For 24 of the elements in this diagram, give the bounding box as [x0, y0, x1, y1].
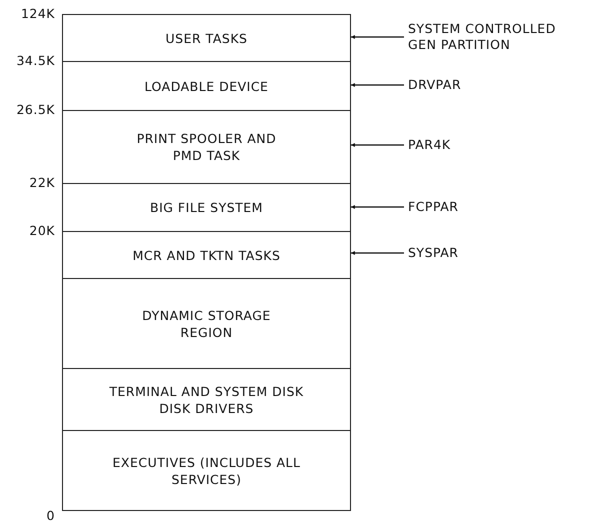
memory-segment: PRINT SPOOLER AND PMD TASK	[62, 110, 351, 184]
address-label: 34.5K	[15, 53, 55, 69]
partition-name: SYSPAR	[408, 245, 478, 261]
memory-segment: DYNAMIC STORAGE REGION	[62, 278, 351, 369]
address-label: 22K	[28, 175, 55, 191]
partition-name: PAR4K	[408, 137, 478, 153]
arrow	[351, 251, 404, 255]
memory-segment: LOADABLE DEVICE	[62, 61, 351, 111]
partition-name: FCPPAR	[408, 199, 478, 215]
memory-segment: MCR AND TKTN TASKS	[62, 231, 351, 279]
arrow	[351, 205, 404, 209]
memory-segment: TERMINAL AND SYSTEM DISK DISK DRIVERS	[62, 368, 351, 431]
address-label: 124K	[20, 6, 55, 22]
memory-segment: BIG FILE SYSTEM	[62, 183, 351, 232]
address-label: 0	[46, 508, 55, 523]
memory-segment: USER TASKS	[62, 14, 351, 62]
address-label: 26.5K	[15, 102, 55, 118]
arrow	[351, 35, 404, 39]
address-label: 20K	[28, 223, 55, 239]
arrow	[351, 143, 404, 147]
partition-name: SYSTEM CONTROLLED GEN PARTITION	[408, 21, 583, 53]
arrow	[351, 83, 404, 87]
memory-segment: EXECUTIVES (INCLUDES ALL SERVICES)	[62, 430, 351, 511]
partition-name: DRVPAR	[408, 77, 478, 93]
